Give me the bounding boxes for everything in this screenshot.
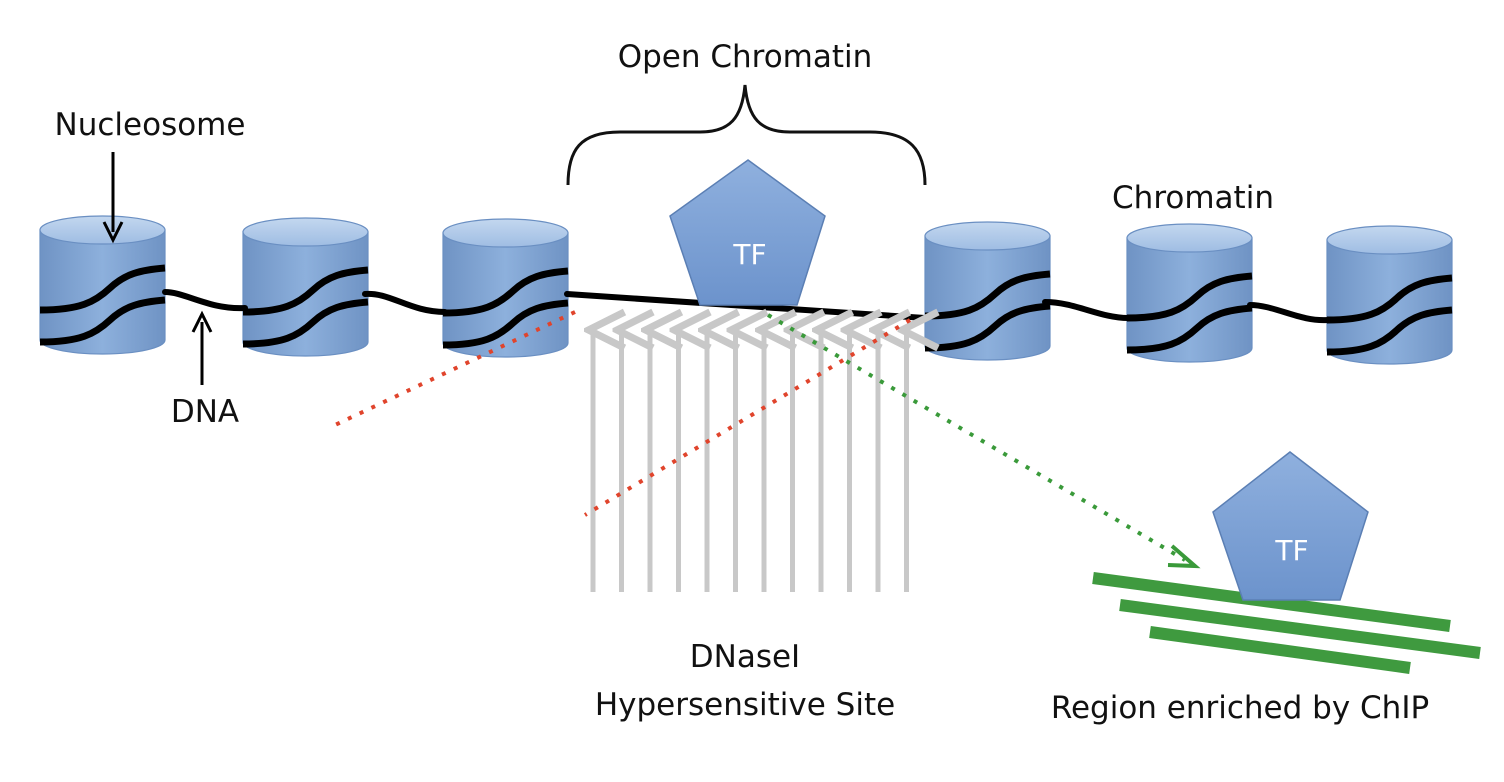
open-chromatin-label: Open Chromatin xyxy=(618,39,873,75)
nucleosome-top xyxy=(924,221,1051,251)
red-dotted-line-left xyxy=(334,310,576,427)
transcription-factor-pentagon xyxy=(669,159,826,306)
nucleosome-pointer-arrowhead xyxy=(102,221,124,244)
chip-fragment xyxy=(1149,626,1411,674)
nucleosome-top xyxy=(1126,223,1253,253)
open-chromatin-brace xyxy=(566,84,927,186)
nucleosome-top xyxy=(242,217,369,247)
chip-transcription-factor-pentagon xyxy=(1212,451,1369,601)
nucleosome-dna-wrap xyxy=(442,267,569,349)
nucleosome-top xyxy=(39,215,166,245)
chip-region-label: Region enriched by ChIP xyxy=(1051,690,1429,726)
nucleosome-top xyxy=(442,218,569,248)
chip-tf-label: TF xyxy=(1274,534,1308,567)
chip-fragment xyxy=(1092,572,1451,632)
nucleosome xyxy=(924,221,1051,361)
dna-pointer-arrowhead xyxy=(191,310,213,333)
nucleosome-dna-wrap xyxy=(1126,272,1253,354)
tf-label: TF xyxy=(732,238,766,271)
nucleosome xyxy=(442,218,569,358)
chromatin-label: Chromatin xyxy=(1112,180,1274,216)
nucleosome xyxy=(242,217,369,357)
dnase-label-line1: DNaseI xyxy=(690,639,800,675)
dnase-label-line2: Hypersensitive Site xyxy=(595,687,895,723)
green-dotted-arrow xyxy=(766,313,1187,562)
nucleosome xyxy=(1126,223,1253,363)
nucleosome xyxy=(1326,225,1453,365)
nucleosome-dna-wrap xyxy=(924,270,1051,352)
nucleosome xyxy=(39,215,166,355)
dna-label: DNA xyxy=(171,394,239,430)
red-dotted-line-right xyxy=(583,318,912,517)
chip-fragments xyxy=(1092,572,1481,674)
dnase-arrow-group xyxy=(593,330,907,592)
nucleosome-group xyxy=(39,215,1453,365)
green-arrowhead xyxy=(1167,544,1201,569)
nucleosome-dna-wrap xyxy=(242,266,369,348)
nucleosome-top xyxy=(1326,225,1453,255)
nucleosome-dna-wrap xyxy=(1326,274,1453,356)
nucleosome-dna-wrap xyxy=(39,264,166,346)
chip-fragment xyxy=(1119,599,1481,659)
dna-linker-strand xyxy=(162,289,1331,324)
nucleosome-label: Nucleosome xyxy=(55,107,246,143)
